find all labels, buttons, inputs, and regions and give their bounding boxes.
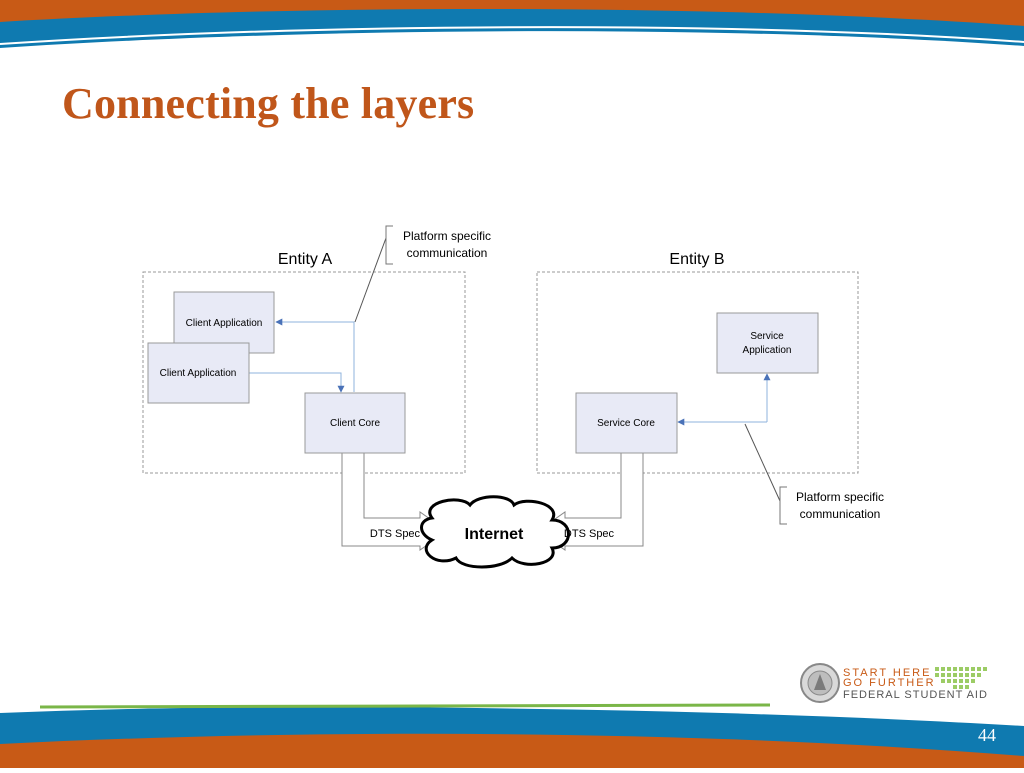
fsa-logo: START HERE GO FURTHER FEDERAL STUDENT AI…: [800, 663, 988, 703]
internet-label: Internet: [465, 526, 524, 543]
client-application-label-1: Client Application: [186, 318, 263, 329]
callout-a-line2: communication: [407, 246, 488, 260]
slide-number: 44: [978, 725, 996, 745]
service-core-label: Service Core: [597, 418, 655, 429]
service-core-box: [575, 392, 678, 454]
service-application-label-line2: Application: [743, 345, 792, 356]
internet-cloud: [420, 495, 570, 569]
logo-line3: FEDERAL STUDENT AID: [843, 689, 988, 701]
logo-line2: GO FURTHER: [843, 677, 936, 689]
client-application-box-2: [147, 342, 250, 404]
arrow-to-client-core: [249, 372, 345, 393]
client-core-box: [304, 392, 406, 454]
callout-b-line1: Platform specific: [796, 490, 884, 504]
client-core-label: Client Core: [330, 418, 380, 429]
bottom-banner: [0, 703, 1024, 768]
entity-b-container: [536, 271, 859, 474]
logo-dots: [935, 667, 987, 689]
entity-a-label: Entity A: [278, 251, 333, 268]
callout-platform-b: Platform specific communication: [744, 423, 884, 525]
top-banner: [0, 0, 1024, 60]
arrow-to-client-app: [275, 318, 355, 392]
dts-spec-left-label: DTS Spec: [370, 528, 421, 540]
service-application-box: [716, 312, 819, 374]
callout-b-line2: communication: [800, 507, 881, 521]
entity-a-container: [142, 271, 466, 474]
callout-a-line1: Platform specific: [403, 229, 491, 243]
logo-line1: START HERE: [843, 667, 931, 679]
connector-arrows: [249, 318, 771, 426]
service-application-label-line1: Service: [750, 331, 784, 342]
dts-spec-right-label: DTS Spec: [564, 528, 615, 540]
callout-platform-a: Platform specific communication: [354, 225, 491, 323]
entity-b-label: Entity B: [669, 251, 724, 268]
slide-title: Connecting the layers: [62, 79, 475, 128]
client-application-label-2: Client Application: [160, 368, 237, 379]
